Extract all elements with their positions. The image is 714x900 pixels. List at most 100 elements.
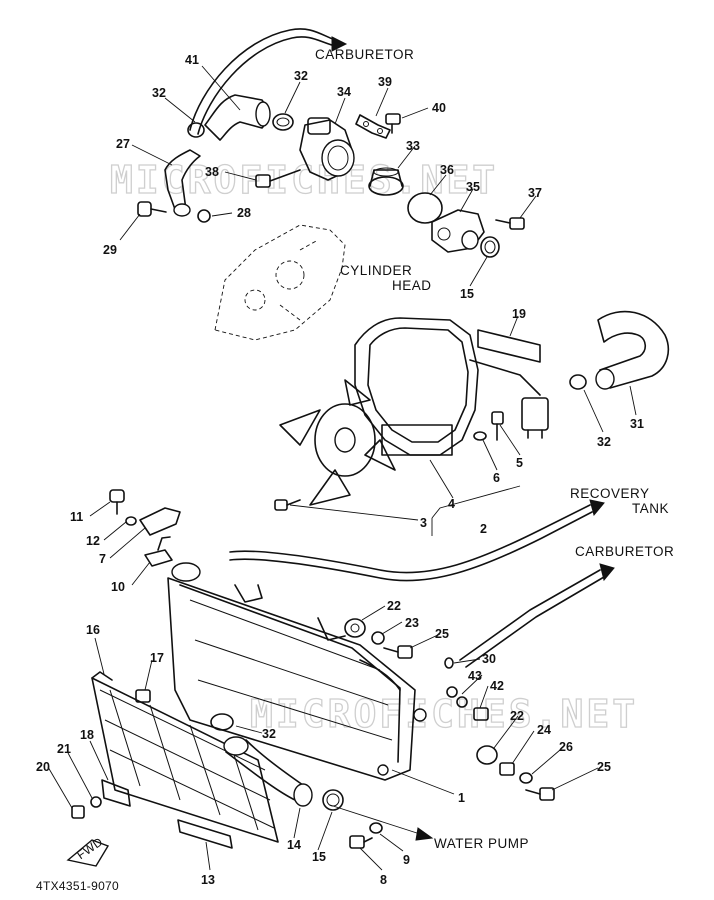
washer-21 <box>90 796 102 808</box>
seal-19 <box>477 329 541 363</box>
bolt-38 <box>255 169 301 188</box>
callout-39: 39 <box>378 75 392 89</box>
callout-20: 20 <box>36 760 50 774</box>
watermark-bottom: MICROFICHES.NET <box>250 692 638 736</box>
destination-recovery-tank-1: RECOVERY <box>570 486 650 501</box>
grommet-22b <box>476 745 498 765</box>
damper-7 <box>139 507 181 536</box>
destination-cylinder-head-2: HEAD <box>392 278 432 293</box>
bolt-17 <box>135 689 151 703</box>
collar-23 <box>371 631 385 645</box>
bolt-4-fan <box>274 499 301 511</box>
callout-8: 8 <box>380 873 387 887</box>
callout-43: 43 <box>468 669 482 683</box>
fwd-tag: FWD <box>66 835 110 867</box>
callout-15-lower: 15 <box>312 850 326 864</box>
callout-32-right: 32 <box>597 435 611 449</box>
callout-12: 12 <box>86 534 100 548</box>
callout-10: 10 <box>111 580 125 594</box>
callout-1: 1 <box>458 791 465 805</box>
collar-24 <box>499 762 515 776</box>
bolt-37 <box>495 217 525 230</box>
callout-28: 28 <box>237 206 251 220</box>
washer-9 <box>369 822 383 834</box>
callout-5: 5 <box>516 456 523 470</box>
callout-9: 9 <box>403 853 410 867</box>
callout-7: 7 <box>99 552 106 566</box>
radiator-1 <box>167 562 427 781</box>
destination-recovery-tank-2: TANK <box>632 501 669 516</box>
hose-clamp-32d <box>210 713 234 731</box>
carburetor-hose-upper <box>189 28 348 135</box>
radiator-guard-16 <box>91 671 279 843</box>
destination-cylinder-head-1: CYLINDER <box>340 263 412 278</box>
leader-lines <box>47 65 637 871</box>
destination-water-pump: WATER PUMP <box>434 836 529 851</box>
bolt-25b <box>525 787 555 801</box>
callout-21: 21 <box>57 742 71 756</box>
callout-31: 31 <box>630 417 644 431</box>
callout-35: 35 <box>466 180 480 194</box>
water-pipe-27 <box>164 149 201 217</box>
bolt-20 <box>71 805 85 819</box>
bolt-29 <box>137 201 167 217</box>
fan-blade-3 <box>279 379 453 506</box>
callout-32-lower: 32 <box>262 727 276 741</box>
callout-29: 29 <box>103 243 117 257</box>
bolt-5 <box>491 411 504 441</box>
callout-30: 30 <box>482 652 496 666</box>
callout-25-lower: 25 <box>597 760 611 774</box>
recovery-tank-hose <box>229 499 605 582</box>
bolt-11 <box>109 489 125 515</box>
callout-32-left: 32 <box>152 86 166 100</box>
radiator-hose-31 <box>595 310 669 390</box>
callout-25-upper: 25 <box>435 627 449 641</box>
destination-carburetor-right: CARBURETOR <box>575 544 674 559</box>
bracket-10 <box>144 536 173 567</box>
callout-42: 42 <box>490 679 504 693</box>
bolt-42 <box>473 707 489 721</box>
callout-2: 2 <box>480 522 487 536</box>
plate-13 <box>177 819 233 849</box>
callout-36: 36 <box>440 163 454 177</box>
callout-13: 13 <box>201 873 215 887</box>
callout-3: 3 <box>420 516 427 530</box>
grommet-22a <box>344 618 366 638</box>
o-ring-36 <box>407 192 443 224</box>
hose-41 <box>204 94 271 141</box>
callout-15-top: 15 <box>460 287 474 301</box>
callout-23: 23 <box>405 616 419 630</box>
washer-43 <box>446 686 468 708</box>
o-ring-28 <box>197 209 211 223</box>
washer-26 <box>519 772 533 784</box>
sensor-40 <box>385 113 401 134</box>
callout-11: 11 <box>70 510 83 524</box>
callout-24: 24 <box>537 723 551 737</box>
washer-6 <box>473 431 487 441</box>
carburetor-hose-right <box>459 563 615 668</box>
callout-33: 33 <box>406 139 420 153</box>
callout-16: 16 <box>86 623 100 637</box>
callout-32-top: 32 <box>294 69 308 83</box>
bolt-8 <box>349 835 373 849</box>
water-pump-arrow <box>329 804 434 841</box>
callout-34: 34 <box>337 85 351 99</box>
reference-code: 4TX4351-9070 <box>36 879 119 893</box>
washer-12 <box>125 516 137 526</box>
callout-41: 41 <box>185 53 199 67</box>
thermostat-housing-34 <box>299 117 355 181</box>
fan-connector <box>521 397 549 439</box>
callout-37: 37 <box>528 186 542 200</box>
thermostat-cover-35 <box>431 209 485 253</box>
callout-17: 17 <box>150 651 164 665</box>
cylinder-head-outline <box>214 224 346 341</box>
callout-40: 40 <box>432 101 446 115</box>
radiator-hose-14 <box>223 736 313 807</box>
callout-19: 19 <box>512 307 526 321</box>
clip-30 <box>444 657 454 669</box>
callout-38: 38 <box>205 165 219 179</box>
callout-numbers: 41 32 32 34 39 40 27 38 33 36 35 37 29 2… <box>36 53 644 887</box>
hose-clamp-32a <box>272 113 294 131</box>
hose-clamp-32c <box>569 374 587 390</box>
